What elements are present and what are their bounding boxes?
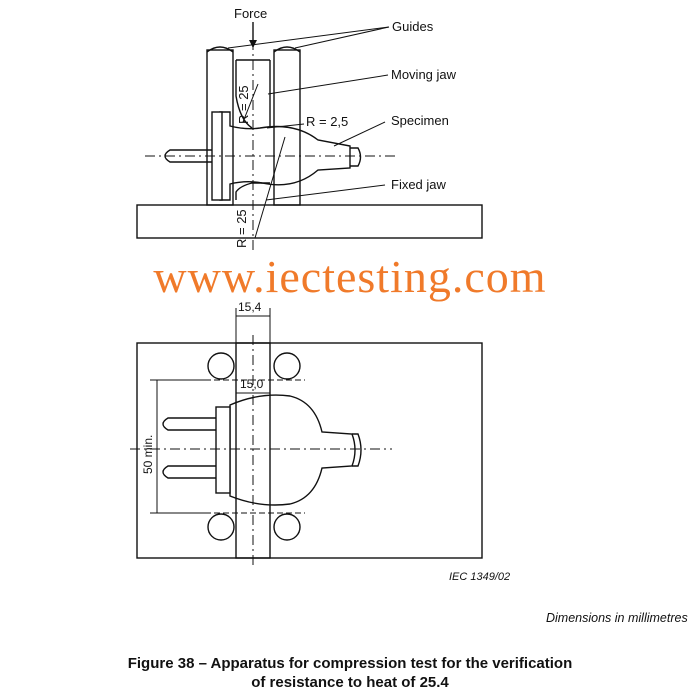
dimensions-note: Dimensions in millimetres (546, 611, 688, 625)
leader-moving-jaw (267, 74, 389, 95)
leader-specimen (333, 121, 386, 147)
caption-line-1: Figure 38 – Apparatus for compression te… (127, 655, 573, 672)
guide-left-top (206, 46, 234, 53)
dim-r2-5: R = 2,5 (306, 114, 348, 129)
hole-top-left (207, 352, 235, 380)
base-plate (136, 204, 483, 239)
leader-r25-bottom (254, 136, 286, 239)
label-force: Force (234, 6, 267, 21)
plan-view (130, 308, 483, 565)
guide-left (206, 49, 234, 206)
label-specimen: Specimen (391, 113, 449, 128)
plan-plug-body (229, 394, 356, 506)
label-moving-jaw: Moving jaw (391, 67, 457, 82)
leader-guides-a (227, 26, 390, 49)
dim-15-4: 15,4 (238, 300, 262, 314)
dim-15-0: 15,0 (240, 377, 264, 391)
elevation-view (136, 22, 483, 250)
plan-plug-face (215, 406, 231, 494)
elevation-labels: Force Guides Moving jaw Specimen Fixed j… (234, 6, 457, 248)
label-fixed-jaw: Fixed jaw (391, 177, 447, 192)
plan-labels: 15,4 15,0 50 min. (141, 300, 264, 474)
caption-line-2: of resistance to heat of 25.4 (251, 674, 449, 691)
leader-guides-b (294, 26, 390, 49)
dim-r25-bottom: R = 25 (234, 209, 249, 248)
plan-pin-upper (162, 417, 216, 431)
dim-50-min: 50 min. (141, 435, 155, 474)
specimen-cable (350, 147, 362, 167)
plan-pin-lower (162, 465, 216, 479)
figure-caption: Figure 38 – Apparatus for compression te… (0, 654, 700, 692)
iec-reference: IEC 1349/02 (449, 571, 511, 583)
leader-r2-5 (266, 123, 305, 129)
guide-right-top (273, 46, 301, 53)
plan-cable (352, 433, 362, 467)
fixed-jaw (235, 182, 270, 200)
watermark-text: www.iectesting.com (153, 251, 547, 302)
leader-fixed-jaw (265, 184, 386, 201)
leader-r25-top (242, 83, 259, 123)
dim-r25-top: R = 25 (236, 85, 251, 124)
hole-bottom-right (273, 513, 301, 541)
label-guides: Guides (392, 19, 434, 34)
hole-top-right (273, 352, 301, 380)
hole-bottom-left (207, 513, 235, 541)
